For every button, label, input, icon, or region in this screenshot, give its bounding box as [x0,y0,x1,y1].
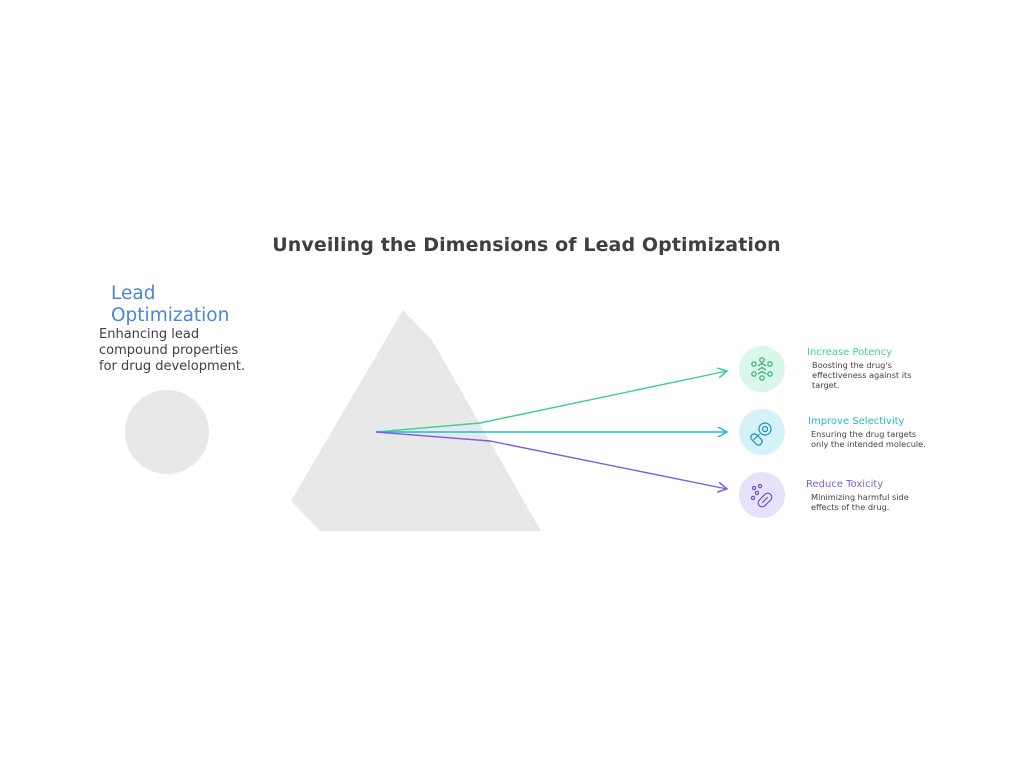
capsule-dots-icon [750,483,773,508]
ray-reduce-toxicity [375,431,729,493]
outcome-desc-improve-selectivity: Ensuring the drug targets only the inten… [811,429,926,449]
diagram-title: Unveiling the Dimensions of Lead Optimiz… [272,234,781,256]
source-heading: Lead Optimization [111,283,230,326]
source-description: Enhancing lead compound properties for d… [99,327,246,374]
outcome-title-improve-selectivity: Improve Selectivity [808,416,905,427]
toxicity-icon-badge [739,472,785,518]
outcome-title-reduce-toxicity: Reduce Toxicity [806,479,884,490]
targeted-pill-icon [750,422,772,446]
ray-increase-potency [375,367,729,433]
prism-shape [291,310,541,531]
outcome-desc-reduce-toxicity: Minimizing harmful side effects of the d… [811,492,909,512]
outcome-title-increase-potency: Increase Potency [807,347,893,358]
molecule-cluster-icon [751,357,773,381]
potency-icon-badge [739,346,785,392]
source-sphere [125,390,209,474]
selectivity-icon-badge [739,409,785,455]
outcome-desc-increase-potency: Boosting the drug's effectiveness agains… [812,360,912,390]
